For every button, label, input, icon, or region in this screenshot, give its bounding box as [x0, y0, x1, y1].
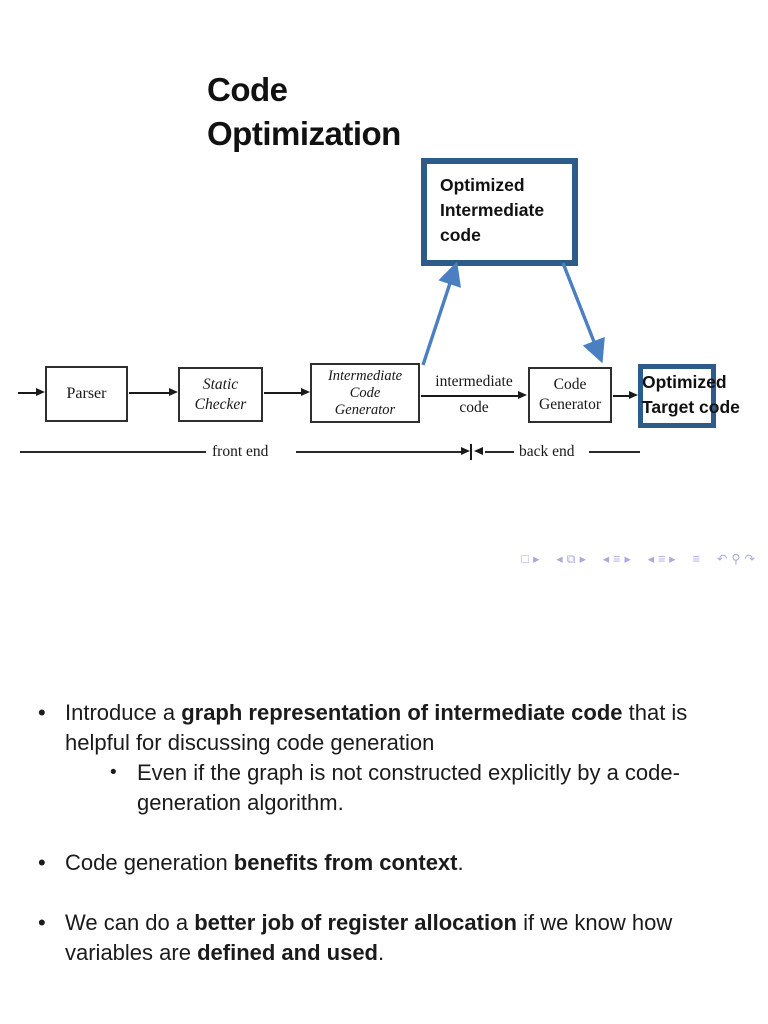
bullet-text-segment: .	[457, 850, 464, 875]
callout-line: Intermediate	[440, 200, 545, 220]
bullet-item: • We can do a better job of register allo…	[0, 908, 768, 968]
bullet-text-segment: Introduce a	[65, 700, 182, 725]
sub-bullet-item: • Even if the graph is not constructed ex…	[0, 758, 768, 818]
target-label-line: Optimized	[642, 372, 727, 392]
bullet-text-segment: Code generation	[65, 850, 234, 875]
code-generator-box: Code Generator	[528, 367, 612, 423]
nav-forward-icon[interactable]: ↷	[744, 552, 755, 566]
icg-label: Generator	[334, 401, 396, 418]
bullet-text-segment: We can do a	[65, 910, 195, 935]
callout-line: Optimized	[440, 175, 525, 195]
bullet-text: Code generation benefits from context.	[65, 848, 464, 878]
bullet-text: We can do a better job of register alloc…	[65, 908, 748, 968]
frame-next-icon[interactable]: ▸	[579, 552, 586, 566]
frame-icon[interactable]: ⧉	[566, 552, 576, 566]
nav-group: ↶⚲↷	[715, 549, 757, 569]
page-title: Code Optimization	[207, 68, 401, 156]
bullet-marker: •	[38, 700, 46, 725]
bullet-text-bold-segment: graph representation of intermediate cod…	[181, 700, 623, 725]
optimized-target-code-box	[638, 364, 716, 428]
nav-group: ◂⧉▸	[554, 549, 588, 569]
front-end-line	[20, 451, 206, 453]
arrowhead	[301, 388, 310, 396]
back-end-line	[485, 451, 514, 453]
front-end-line	[296, 451, 462, 453]
arrow-line	[264, 392, 301, 394]
arrowhead	[518, 391, 527, 399]
bullet-text: Introduce a graph representation of inte…	[65, 698, 748, 758]
subsection-prev-icon[interactable]: ◂	[602, 552, 610, 566]
bullet-text-bold-segment: benefits from context	[233, 850, 458, 875]
static-checker-label: Static	[202, 375, 239, 393]
code-generator-label: Code	[553, 376, 587, 393]
bullet-text-segment: if we know how variables are	[65, 910, 673, 965]
back-end-line	[589, 451, 640, 453]
nav-group: □▸	[520, 549, 542, 569]
code-generator-label: Generator	[539, 396, 601, 413]
input-arrow-line	[18, 392, 37, 394]
section-icon[interactable]: ≡	[658, 552, 666, 566]
input-arrowhead	[36, 388, 45, 396]
optimized-target-code-label: Optimized Target code	[642, 370, 740, 420]
section-prev-icon[interactable]: ◂	[647, 552, 654, 566]
arrowhead	[169, 388, 178, 396]
intermediate-code-generator-box: Intermediate Code Generator	[310, 363, 420, 423]
nav-search-icon[interactable]: ⚲	[731, 552, 741, 566]
beamer-nav: □▸◂⧉▸◂≡▸◂≡▸≡↶⚲↷	[507, 549, 757, 569]
frame-prev-icon[interactable]: ◂	[556, 552, 563, 566]
bullet-marker: •	[110, 762, 117, 783]
parser-box: Parser	[45, 366, 128, 422]
nav-group: ◂≡▸	[601, 549, 633, 569]
bullet-text: Even if the graph is not constructed exp…	[137, 758, 753, 818]
callout-line: code	[440, 225, 481, 245]
icg-label: Intermediate	[327, 367, 403, 384]
nav-group: ≡	[691, 549, 702, 569]
target-label-line: Target code	[642, 397, 740, 417]
bullet-item: • Code generation benefits from context.	[0, 848, 768, 878]
bullet-text-bold-segment: defined and used	[197, 940, 378, 965]
icg-label: Code	[349, 384, 381, 401]
arrowhead	[629, 391, 638, 399]
divider-arrowhead-right	[461, 447, 470, 455]
subsection-next-icon[interactable]: ▸	[624, 552, 631, 566]
slide-next-icon[interactable]: ▸	[533, 552, 540, 566]
bullet-text-bold-segment: better job of register allocation	[194, 910, 517, 935]
back-end-label: back end	[519, 443, 575, 460]
arrow-from-callout	[561, 262, 605, 364]
subsection-icon[interactable]: ≡	[613, 552, 621, 566]
slide-icon[interactable]: □	[521, 552, 530, 566]
bullet-marker: •	[38, 850, 46, 875]
static-checker-label: Checker	[194, 395, 247, 413]
bullet-text-segment: .	[378, 940, 385, 965]
nav-group: ◂ ≡▸	[646, 549, 678, 569]
presentation-icon[interactable]: ≡	[692, 552, 700, 566]
parser-label: Parser	[66, 385, 107, 402]
front-back-divider	[470, 444, 472, 460]
callout-arrows	[421, 261, 605, 366]
optimized-intermediate-code-callout: Optimized Intermediate code	[421, 158, 578, 266]
page-title-line-2: Optimization	[207, 115, 401, 152]
intermediate-code-label-bottom: code	[459, 399, 489, 416]
bullet-text-segment: that is helpful for discussing code gene…	[65, 700, 688, 755]
nav-back-icon[interactable]: ↶	[716, 552, 728, 566]
arrow-line	[129, 392, 170, 394]
arrow-to-callout	[421, 261, 461, 366]
bullet-marker: •	[38, 910, 46, 935]
static-checker-box: Static Checker	[178, 367, 263, 422]
bullet-item: • Introduce a graph representation of int…	[0, 698, 768, 758]
divider-arrowhead-left	[474, 447, 483, 455]
bullet-list: • Introduce a graph representation of int…	[0, 690, 768, 968]
bullet-text-segment: Even if the graph is not constructed exp…	[137, 760, 680, 815]
front-end-label: front end	[212, 443, 269, 460]
section-next-icon[interactable]: ▸	[669, 552, 676, 566]
intermediate-code-label-top: intermediate	[435, 373, 513, 390]
page-title-line-1: Code	[207, 71, 288, 108]
arrow-line	[421, 395, 518, 397]
arrow-line	[613, 395, 629, 397]
